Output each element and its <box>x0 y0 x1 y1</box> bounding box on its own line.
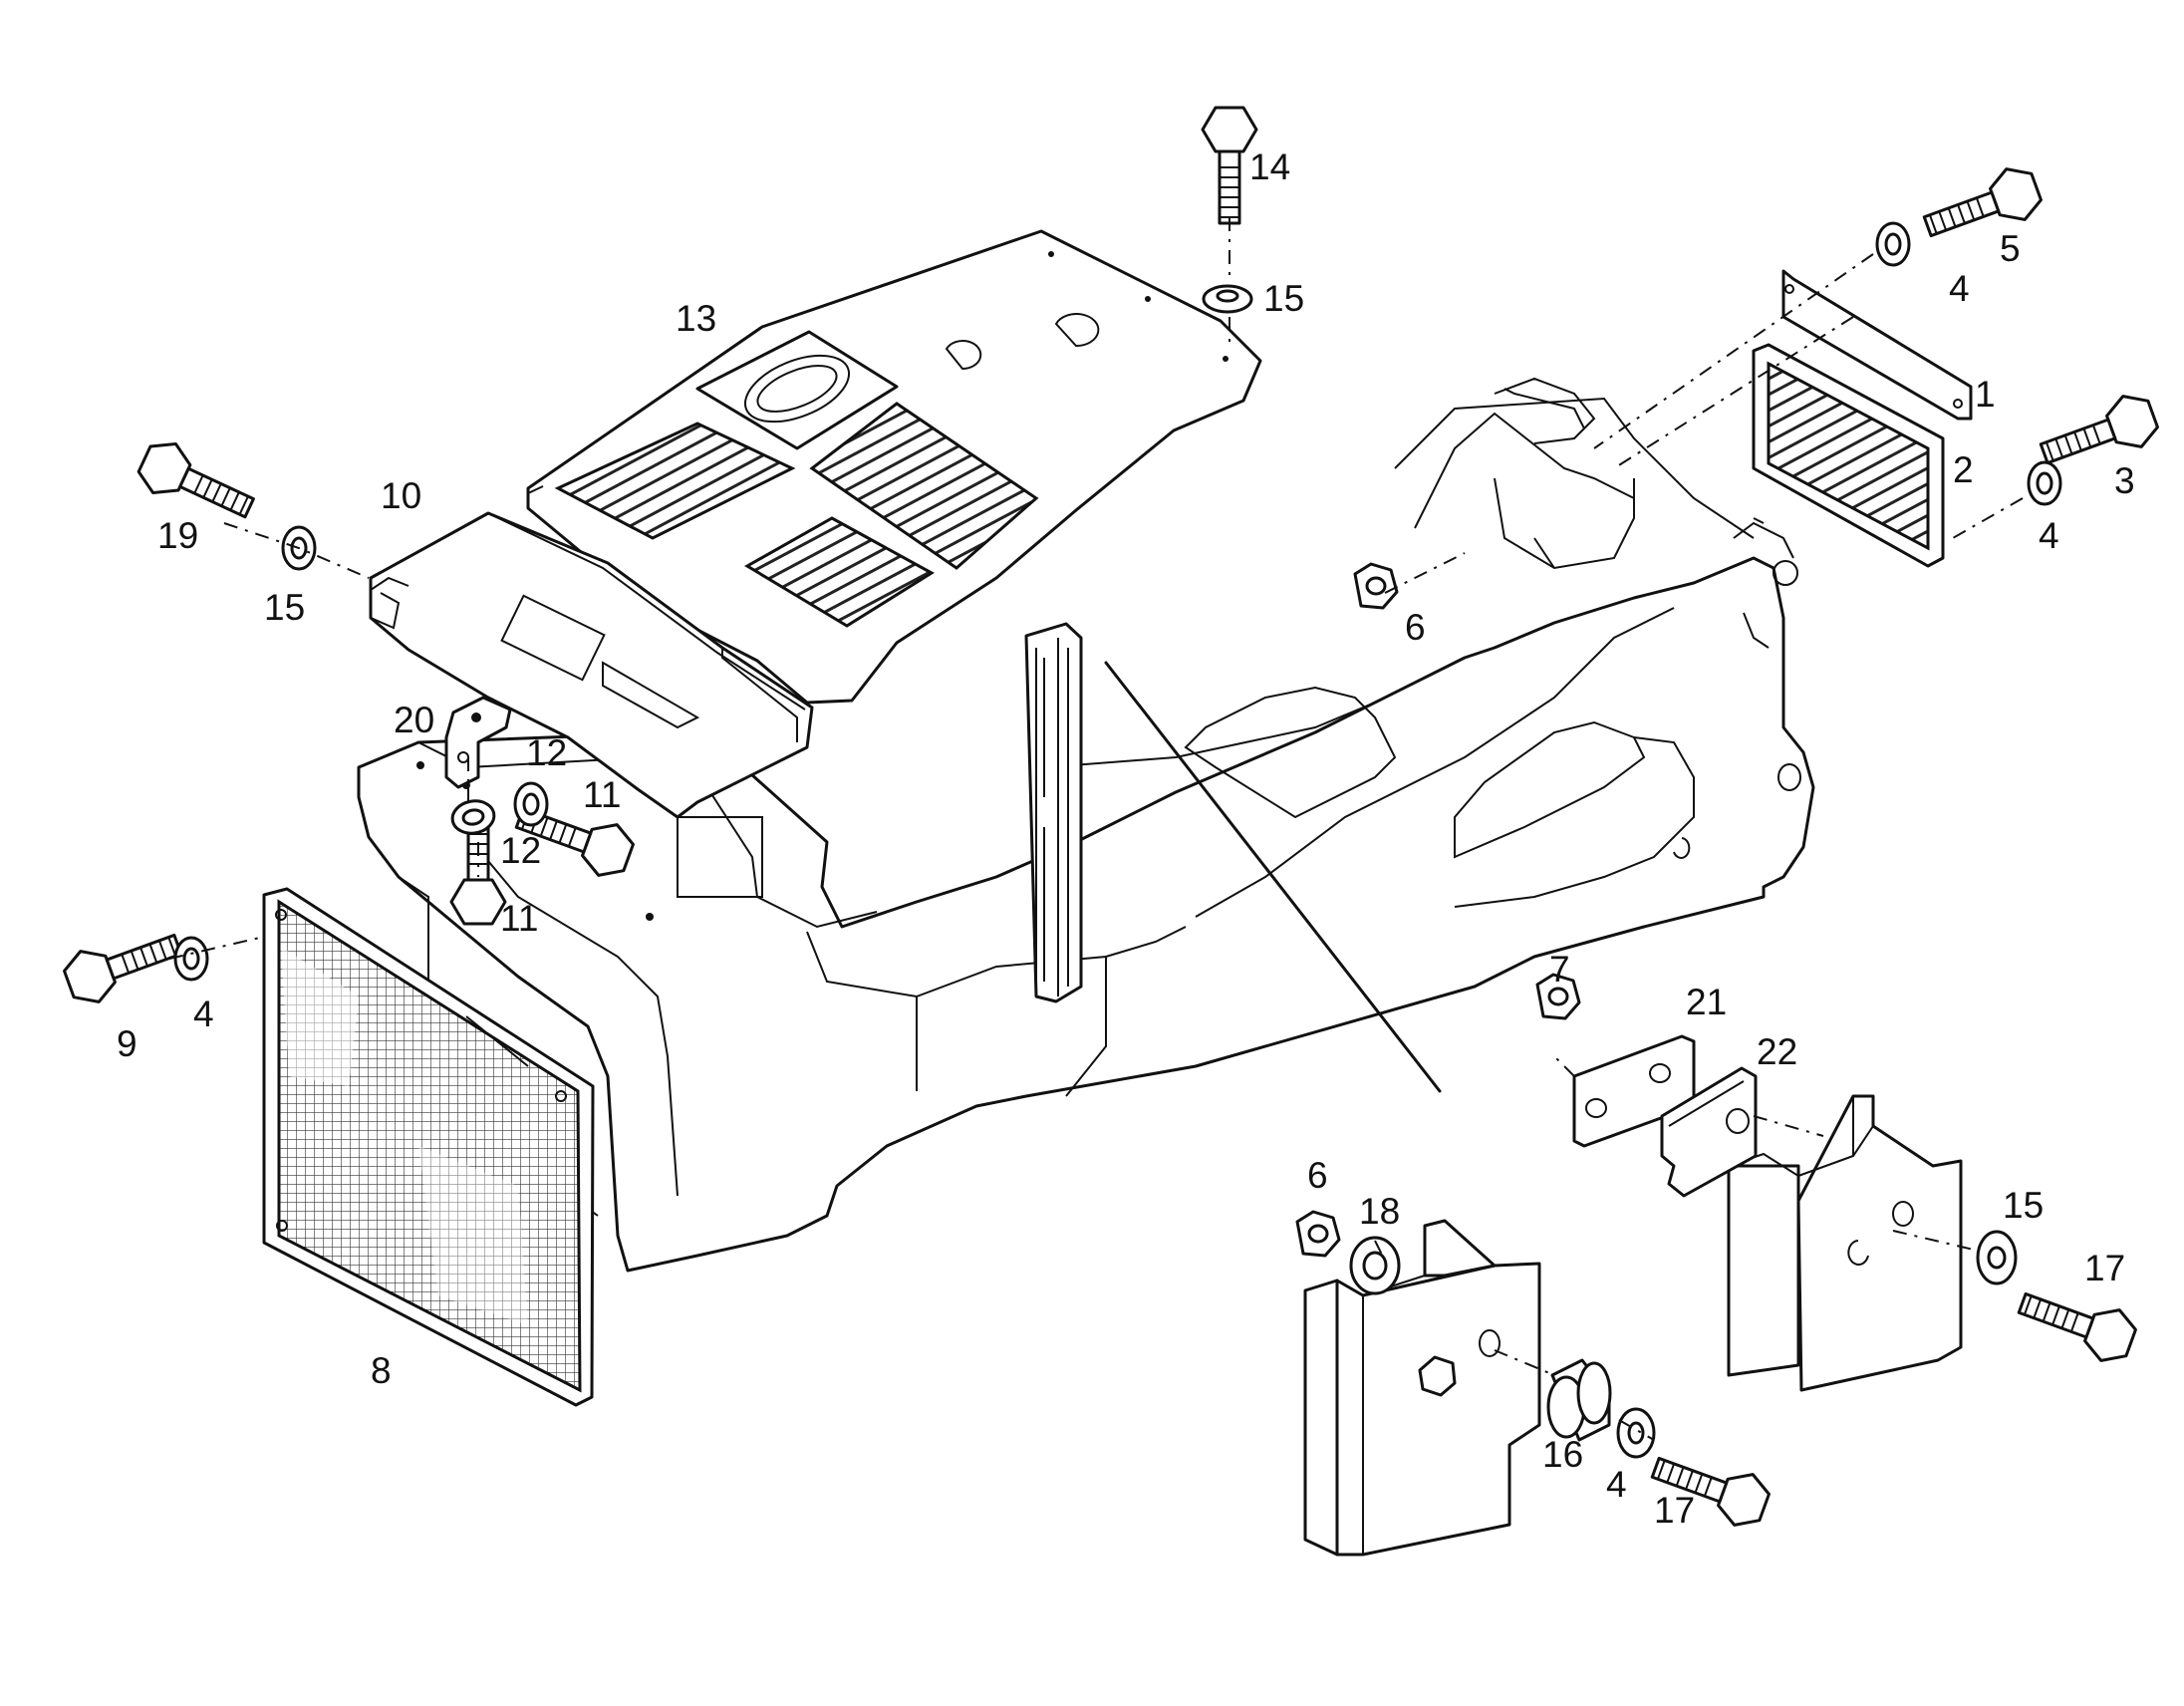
washer-4-left <box>173 936 209 982</box>
part-labels: 14 15 13 5 4 1 2 3 4 6 19 10 15 20 12 11… <box>117 146 2135 1531</box>
washer-18 <box>1349 1236 1401 1295</box>
center-lines <box>168 217 2024 1441</box>
label-7: 7 <box>1549 949 1570 990</box>
label-17-lower: 17 <box>1654 1490 1695 1531</box>
label-2: 2 <box>1953 449 1974 490</box>
label-4-top: 4 <box>1949 268 1970 309</box>
label-6-upper: 6 <box>1405 607 1426 648</box>
label-1: 1 <box>1975 374 1996 415</box>
bracket-left <box>1303 1219 1541 1557</box>
washer-4-top <box>1875 221 1911 267</box>
bracket-20 <box>444 696 512 789</box>
bracket-right <box>1727 1094 1963 1392</box>
nut-6-lower <box>1295 1210 1341 1258</box>
label-11-right: 11 <box>583 774 621 815</box>
label-8: 8 <box>371 1350 392 1391</box>
label-15-lower: 15 <box>2003 1185 2044 1226</box>
bolt-9 <box>58 917 189 1011</box>
label-4-lower: 4 <box>1606 1464 1627 1505</box>
grille-8 <box>262 887 595 1407</box>
label-18: 18 <box>1359 1191 1400 1232</box>
grille-plate-2 <box>1752 343 1945 568</box>
top-cover-13 <box>526 229 1262 705</box>
label-6-lower: 6 <box>1307 1155 1328 1196</box>
washer-12-upper <box>513 781 549 827</box>
bolt-17-right <box>2011 1276 2142 1370</box>
label-15-top: 15 <box>1263 278 1304 319</box>
nut-6-upper <box>1353 562 1399 610</box>
label-5: 5 <box>2000 228 2021 269</box>
label-15-left: 15 <box>264 587 305 628</box>
washer-4-right <box>2027 460 2062 506</box>
label-19: 19 <box>157 515 198 556</box>
label-17-right: 17 <box>2084 1248 2125 1288</box>
vertical-strut <box>1024 622 1083 1003</box>
label-10: 10 <box>381 475 421 516</box>
washer-15-top <box>1202 284 1253 314</box>
label-14: 14 <box>1249 146 1290 187</box>
label-12-upper: 12 <box>526 732 567 773</box>
label-11-lower: 11 <box>500 898 538 939</box>
side-cover-10 <box>369 511 814 819</box>
bolt-5 <box>1916 159 2048 254</box>
label-4-left: 4 <box>193 994 214 1034</box>
washer-15-lower <box>1976 1230 2018 1285</box>
spacer-16 <box>1546 1358 1612 1442</box>
label-12-lower: 12 <box>500 830 541 871</box>
label-4-right: 4 <box>2039 515 2059 556</box>
label-22: 22 <box>1757 1031 1797 1072</box>
label-16: 16 <box>1542 1434 1583 1475</box>
label-20: 20 <box>394 700 434 740</box>
main-housing <box>357 377 1815 1273</box>
washer-4-lower <box>1616 1407 1656 1459</box>
block-22 <box>1660 1066 1758 1198</box>
label-9: 9 <box>117 1023 137 1064</box>
label-3: 3 <box>2114 460 2135 501</box>
label-21: 21 <box>1686 982 1727 1022</box>
bolt-14 <box>1201 106 1258 225</box>
label-13: 13 <box>676 298 716 339</box>
